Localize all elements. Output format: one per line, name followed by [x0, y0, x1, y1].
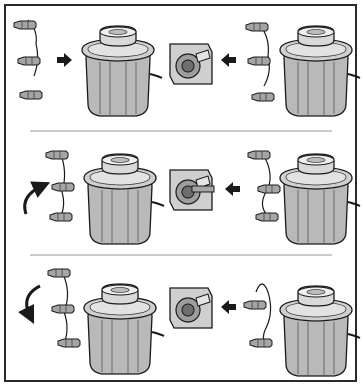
valve-closeup-icon [169, 169, 215, 211]
step-2 [23, 150, 361, 245]
step-3 [17, 268, 361, 377]
air-pump-icon [279, 25, 361, 117]
nozzle-set-icon [243, 283, 273, 348]
nozzle-set-icon [45, 150, 75, 222]
rotation-arrow-icon [23, 181, 51, 215]
direction-arrow-icon [57, 53, 72, 67]
direction-arrow-icon [221, 300, 236, 314]
step-1 [13, 19, 361, 117]
nozzle-set-icon [47, 268, 81, 348]
nozzle-set-icon [247, 150, 281, 222]
valve-closeup-icon [169, 43, 213, 85]
direction-arrow-icon [225, 182, 240, 196]
air-pump-icon [83, 283, 165, 375]
nozzle-set-icon [13, 19, 43, 100]
air-pump-icon [279, 153, 361, 245]
valve-closeup-icon [169, 287, 213, 329]
nozzle-set-icon [245, 22, 275, 102]
air-pump-icon [83, 153, 165, 245]
air-pump-icon [81, 25, 163, 117]
air-pump-icon [279, 285, 361, 377]
rotation-arrow-icon [17, 284, 41, 325]
direction-arrow-icon [221, 53, 236, 67]
